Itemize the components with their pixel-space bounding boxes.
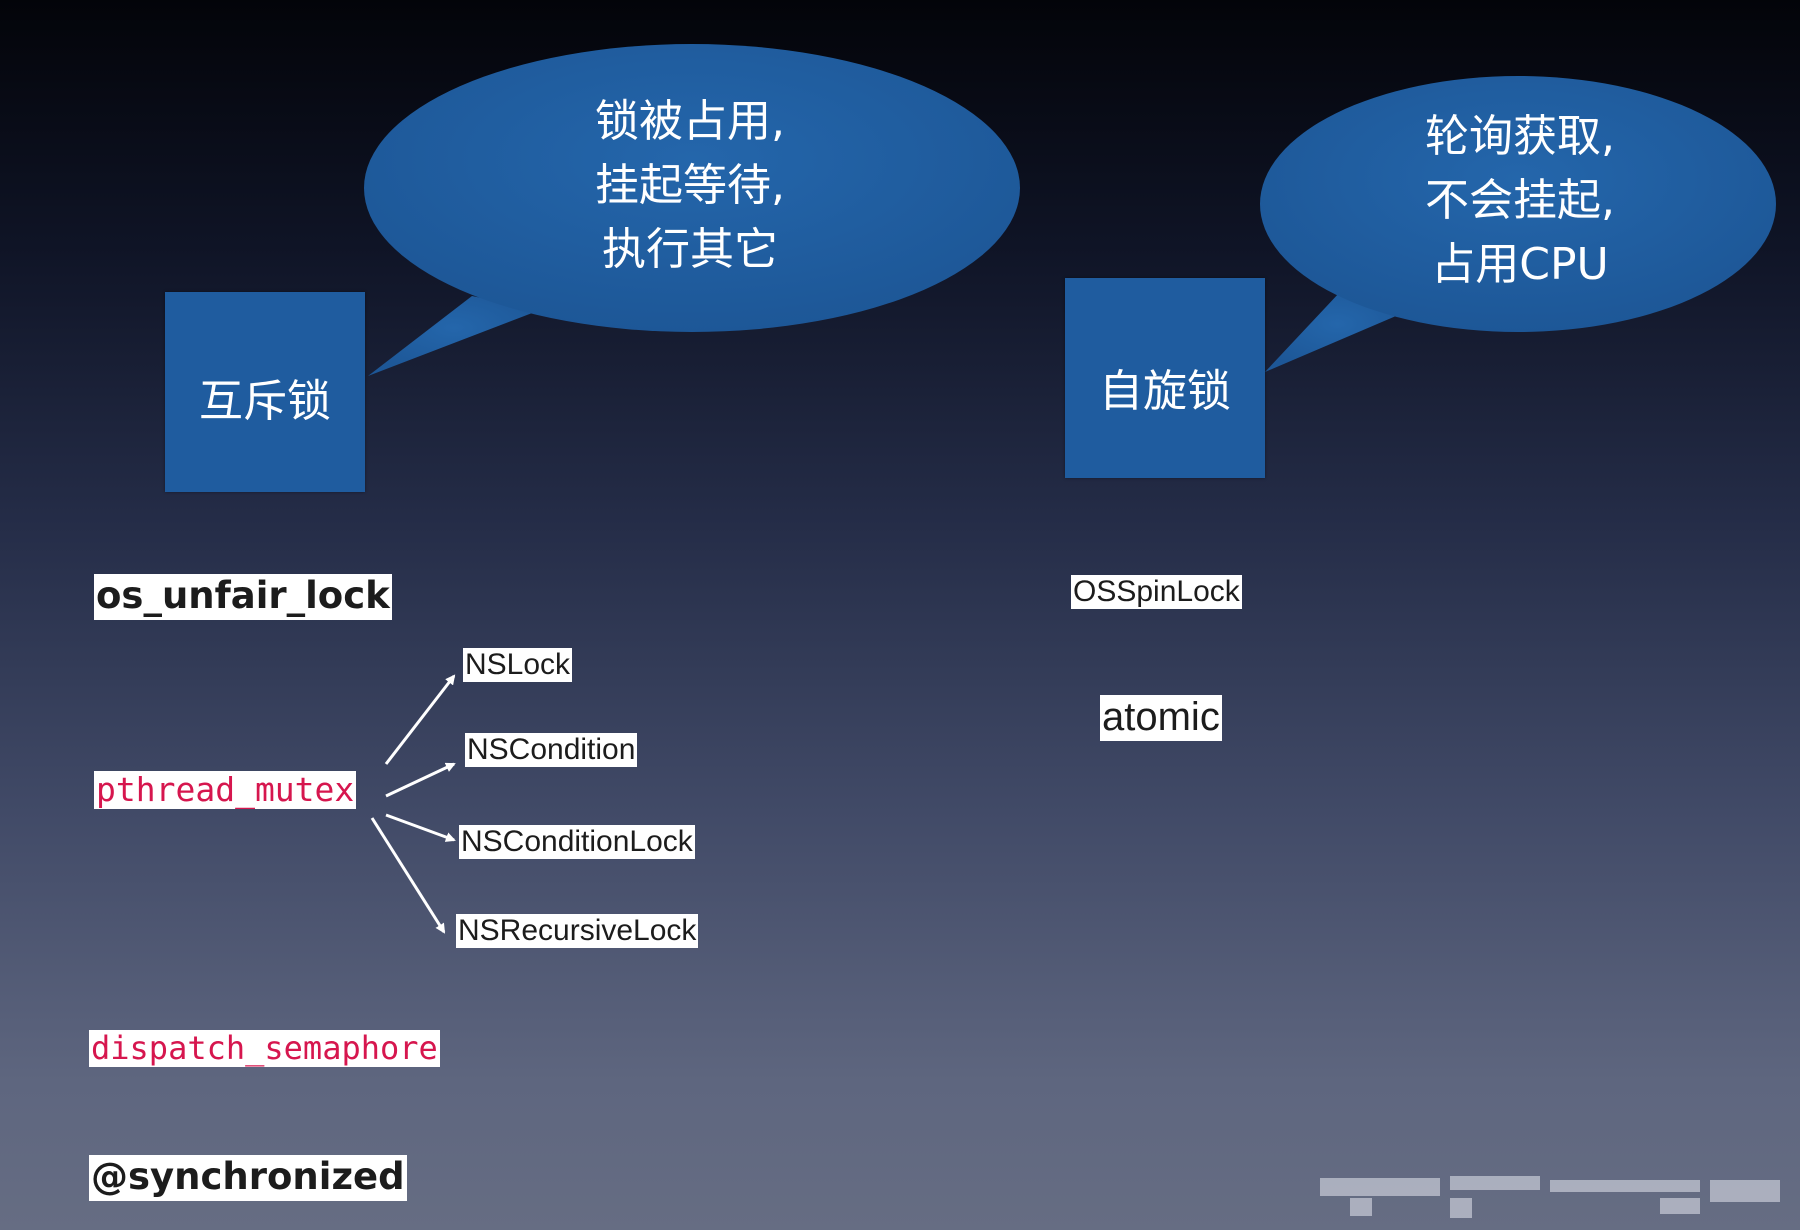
arrow-to-nsconditionlock: [385, 813, 456, 842]
nslock-label: NSLock: [463, 648, 573, 682]
osspinlock-label: OSSpinLock: [1071, 575, 1242, 609]
spinlock-box-label: 自旋锁: [1099, 366, 1231, 417]
bubble-mutex-line: 锁被占用,: [595, 96, 785, 147]
watermark-block: [1450, 1176, 1540, 1190]
arrow-to-nsrecursivelock: [370, 817, 446, 934]
watermark-block: [1350, 1198, 1372, 1216]
nsconditionlock-label: NSConditionLock: [459, 825, 695, 859]
atomic-label: atomic: [1100, 695, 1222, 741]
watermark-block: [1450, 1198, 1472, 1218]
watermark-block: [1660, 1198, 1700, 1214]
bubble-mutex-line: 挂起等待,: [595, 160, 785, 211]
synchronized-label: @synchronized: [89, 1155, 407, 1201]
bubble-mutex-text: 锁被占用, 挂起等待, 执行其它: [520, 90, 860, 282]
bubble-mutex: [364, 44, 1020, 376]
watermark-block: [1320, 1178, 1440, 1196]
bubble-spin: [1260, 76, 1776, 372]
bubble-spin-line: 占用CPU: [1431, 239, 1609, 290]
watermark-block: [1550, 1180, 1700, 1192]
dispatch-semaphore-label: dispatch_semaphore: [89, 1029, 440, 1067]
mutex-box: 互斥锁: [165, 292, 365, 492]
bubble-spin-line: 不会挂起,: [1425, 175, 1615, 226]
mutex-box-label: 互斥锁: [199, 376, 331, 427]
nsrecursivelock-label: NSRecursiveLock: [456, 914, 699, 948]
bubble-spin-text: 轮询获取, 不会挂起, 占用CPU: [1350, 105, 1690, 297]
blurred-watermark: [1310, 1176, 1790, 1222]
pthread-mutex-label: pthread_mutex: [94, 770, 357, 809]
os-unfair-lock-label: os_unfair_lock: [94, 574, 392, 620]
arrow-to-nslock: [384, 674, 456, 765]
watermark-block: [1710, 1180, 1780, 1202]
arrow-to-nscondition: [385, 762, 456, 798]
bubble-spin-line: 轮询获取,: [1425, 111, 1615, 162]
bubble-mutex-line: 执行其它: [602, 224, 778, 275]
nscondition-label: NSCondition: [465, 733, 638, 767]
spinlock-box: 自旋锁: [1065, 278, 1265, 478]
